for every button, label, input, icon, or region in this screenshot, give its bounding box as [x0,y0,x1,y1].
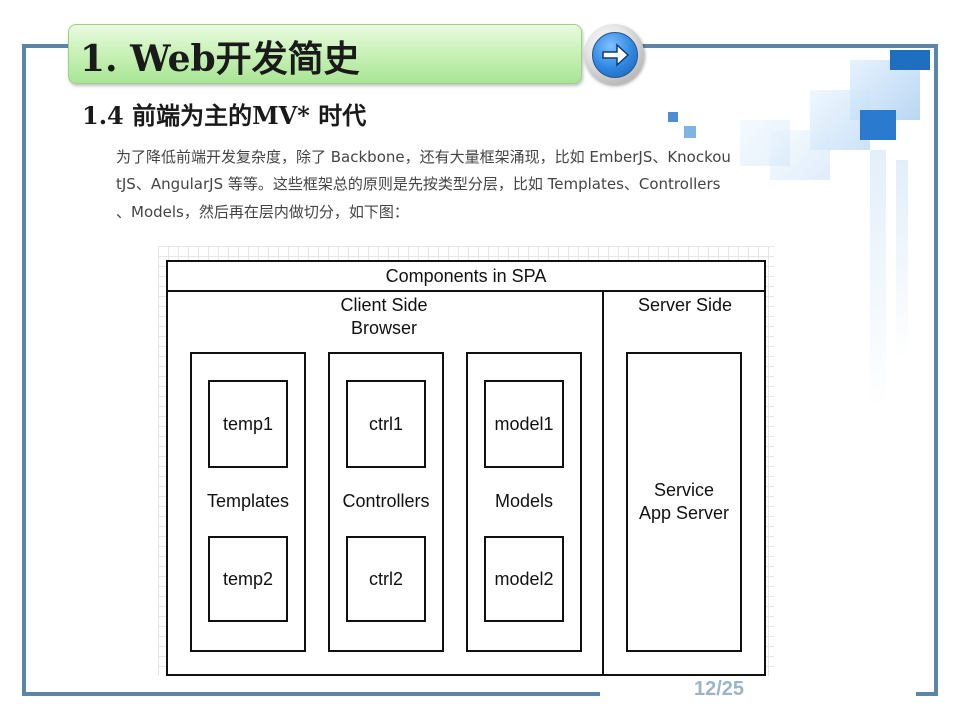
temp1-label: temp1 [222,414,274,434]
ctrl1-label: ctrl1 [368,414,403,434]
paragraph-line-1: 为了降低前端开发复杂度，除了 Backbone，还有大量框架涌现，比如 Embe… [116,148,731,166]
app-server-label: App Server [638,503,730,523]
next-slide-button[interactable] [584,24,644,84]
decorative-cubes [660,50,940,420]
frame-left [22,44,26,696]
arrow-right-icon [592,32,638,78]
service-label: Service [653,480,715,500]
paragraph-line-2: tJS、AngularJS 等等。这些框架总的原则是先按类型分层，比如 Temp… [116,175,721,193]
ctrl2-box [346,536,426,622]
client-section-label-line2: Browser [350,318,417,338]
frame-top-right [640,44,936,48]
frame-bottom-left [22,692,600,696]
spa-header-box [166,260,766,292]
model1-label: model1 [494,414,554,434]
server-section-label: Server Side [637,295,733,315]
spa-components-diagram: Components in SPA Client Side Browser Se… [158,246,774,676]
temp2-box [208,536,288,622]
ctrl1-box [346,380,426,468]
frame-right [934,44,938,696]
frame-bottom-right [916,692,938,696]
client-server-divider [602,290,604,676]
slide-title: 1. Web开发简史 [80,38,360,80]
temp1-box [208,380,288,468]
templates-label: Templates [206,491,290,511]
spa-header-label: Components in SPA [385,266,547,286]
ctrl2-label: ctrl2 [368,569,403,589]
model2-box [484,536,564,622]
models-label: Models [494,491,554,511]
controllers-label: Controllers [342,491,430,511]
temp2-label: temp2 [222,569,274,589]
title-bar [68,24,582,84]
model2-label: model2 [494,569,554,589]
client-section-label-line1: Client Side [340,295,428,315]
frame-top-left [24,44,76,48]
section-subtitle: 1.4 前端为主的MV* 时代 [82,101,367,130]
page-number: 12/25 [694,678,745,700]
model1-box [484,380,564,468]
service-app-server-box [626,352,742,652]
paragraph-line-3: 、Models，然后再在层内做切分，如下图： [116,203,409,221]
